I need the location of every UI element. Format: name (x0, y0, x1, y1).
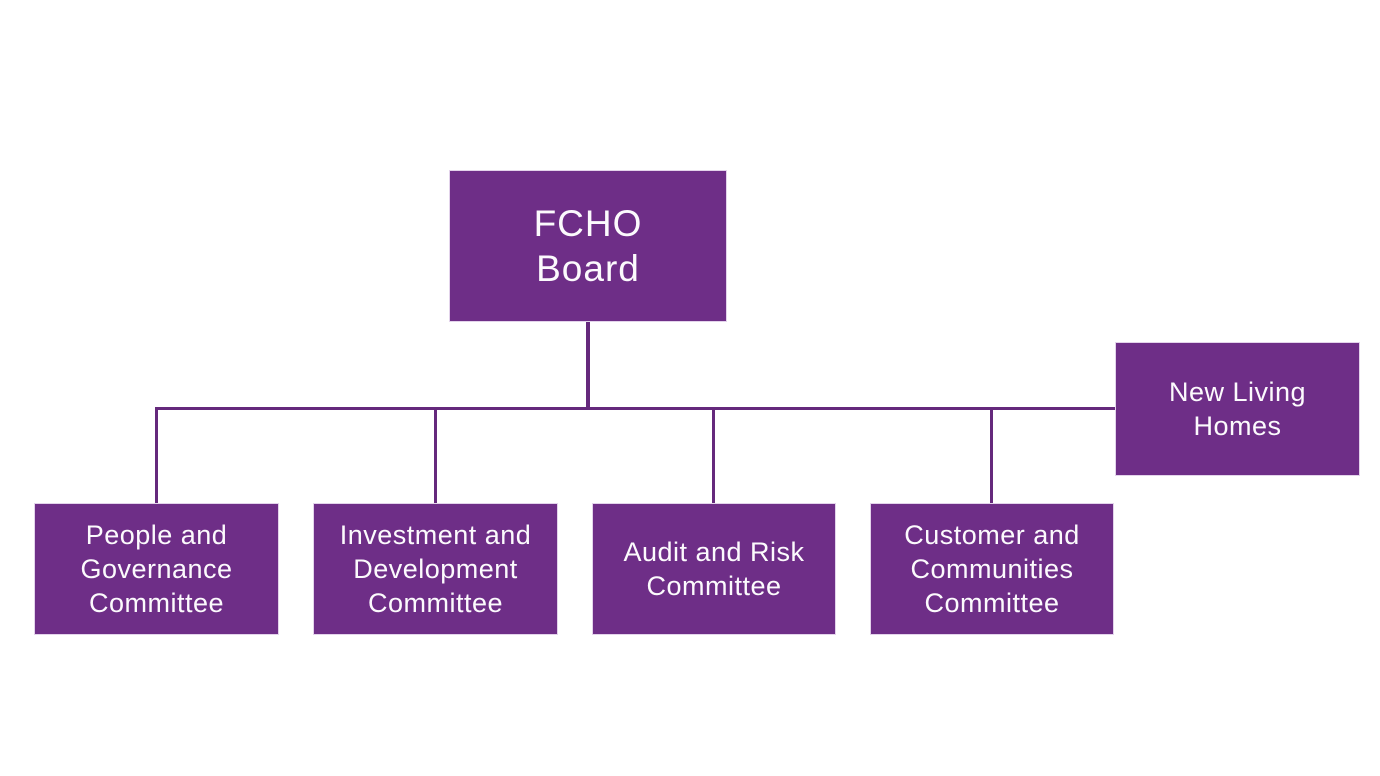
connector-drop-investment-development (434, 407, 437, 503)
connector-drop-audit-risk (712, 407, 715, 503)
connector-board-stem (586, 321, 590, 410)
org-node-label: New Living Homes (1168, 377, 1307, 441)
org-node-label: People and Governance Committee (80, 520, 233, 618)
org-node-investment-development-committee: Investment and Development Committee (313, 503, 558, 635)
org-node-label: Investment and Development Committee (339, 520, 532, 618)
connector-drop-customer-communities (990, 407, 993, 503)
org-node-label: FCHO Board (533, 203, 643, 289)
org-node-fcho-board: FCHO Board (449, 170, 727, 322)
org-node-new-living-homes: New Living Homes (1115, 342, 1360, 476)
connector-drop-people-governance (155, 407, 158, 503)
org-node-audit-risk-committee: Audit and Risk Committee (592, 503, 836, 635)
org-node-label: Audit and Risk Committee (623, 537, 805, 601)
org-node-label: Customer and Communities Committee (904, 520, 1080, 618)
org-node-people-governance-committee: People and Governance Committee (34, 503, 279, 635)
connector-horizontal-bus (155, 407, 1116, 410)
org-node-customer-communities-committee: Customer and Communities Committee (870, 503, 1114, 635)
